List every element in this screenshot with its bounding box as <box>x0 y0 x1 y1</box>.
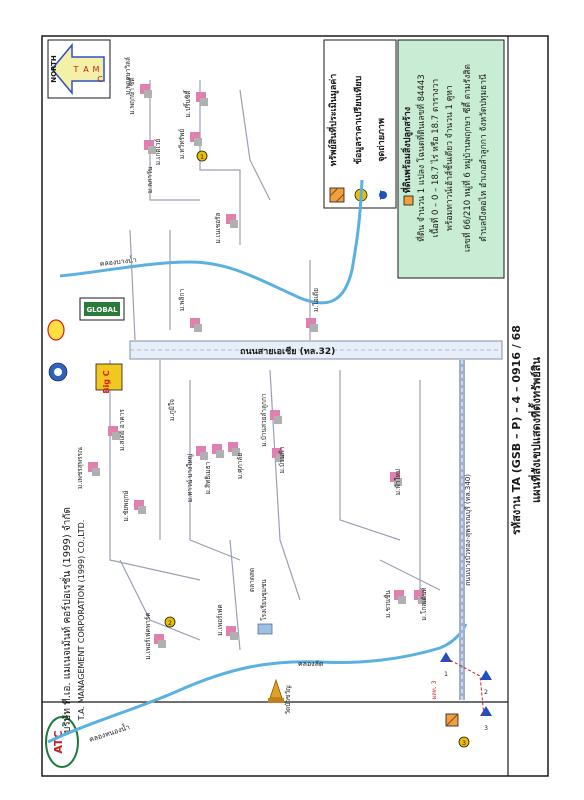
village-icon <box>272 448 284 462</box>
road-340-label: ถนนบางบัวทอง-สุพรรณบุรี (ทล.340) <box>464 474 472 586</box>
svg-text:ม.ฟ้าใหม่: ม.ฟ้าใหม่ <box>394 469 402 495</box>
property-line: ที่ดิน จำนวน 1 แปลง โฉนดที่ดินเลขที่ 844… <box>415 74 427 241</box>
svg-text:ม.บ้านฟ้า: ม.บ้านฟ้า <box>278 446 286 473</box>
svg-text:1: 1 <box>444 671 448 678</box>
global-house-logo: GLOBAL <box>79 297 125 321</box>
svg-text:ม.ปริ้นซิตี้: ม.ปริ้นซิตี้ <box>183 89 192 117</box>
dimension-label: ผลท. 3 <box>431 680 438 699</box>
job-code: รหัสงาน TA (GSB – P) – 4 – 0916 / 68 <box>510 325 523 535</box>
svg-text:GLOBAL: GLOBAL <box>86 306 118 314</box>
company-name-english: T.A. MANAGEMENT CORPORATION (1999) CO.,L… <box>77 520 86 722</box>
property-box-header: ที่ดินพร้อมสิ่งปลูกสร้าง <box>400 107 413 193</box>
svg-text:ม.เพอร์เฟค: ม.เพอร์เฟค <box>216 604 224 635</box>
svg-text:ม.เพชรสุพรรณ: ม.เพชรสุพรรณ <box>76 447 84 489</box>
svg-text:1: 1 <box>200 154 204 161</box>
svg-text:ม.สิทธิเมธา: ม.สิทธิเมธา <box>204 461 212 494</box>
canal-bottom-label: คลองลัด <box>298 660 323 668</box>
village-icon <box>306 318 318 332</box>
comparable-markers: 1 2 3 <box>164 150 470 748</box>
subject-property <box>445 713 459 727</box>
village-icon <box>190 132 202 146</box>
bigc-logo: Big C <box>95 363 123 394</box>
village-icon <box>212 444 224 458</box>
village-icon <box>196 446 208 460</box>
svg-text:ม.ภูมิใจ: ม.ภูมิใจ <box>168 399 176 421</box>
svg-text:ม.เพอร์เฟคพาร์ค: ม.เพอร์เฟคพาร์ค <box>144 612 152 659</box>
market-label: ตลาดสด <box>248 568 256 592</box>
shell-logo <box>47 319 65 341</box>
svg-text:ม.พฤกษา ซิตี้: ม.พฤกษา ซิตี้ <box>127 76 136 114</box>
property-info-box: ที่ดินพร้อมสิ่งปลูกสร้าง ที่ดิน จำนวน 1 … <box>397 39 505 279</box>
svg-text:ม.เนเชอรัล: ม.เนเชอรัล <box>214 212 222 243</box>
school-label: โรงเรียนชุมชน <box>260 579 268 621</box>
svg-text:ม.พฤกษาวิลล์: ม.พฤกษาวิลล์ <box>124 57 132 95</box>
village-icon <box>108 426 120 440</box>
svg-text:Big C: Big C <box>102 370 111 393</box>
north-arrow: NORTH T A M C <box>47 39 111 99</box>
svg-text:C: C <box>97 75 103 84</box>
village-icon <box>226 626 238 640</box>
svg-text:ม.ไอเดีย: ม.ไอเดีย <box>312 288 320 312</box>
map-subtitle: แผนที่สังเขปแสดงที่ตั้งทรัพย์สิน <box>528 357 543 503</box>
canal-bottom <box>47 623 468 744</box>
svg-text:ม.สเตย์ อาคาร: ม.สเตย์ อาคาร <box>118 409 126 451</box>
hatched-square-icon <box>329 187 345 203</box>
svg-text:ม.ทวีทรัพย์: ม.ทวีทรัพย์ <box>178 129 186 159</box>
svg-text:ม.เกตเวย์: ม.เกตเวย์ <box>154 139 162 166</box>
svg-text:M: M <box>93 65 100 74</box>
local-roads <box>109 80 441 651</box>
svg-text:T: T <box>73 65 79 74</box>
svg-text:ม.ชวนชื่น: ม.ชวนชื่น <box>383 590 392 618</box>
village-icon <box>414 590 426 604</box>
village-markers <box>88 84 426 648</box>
north-label: NORTH <box>50 55 58 83</box>
property-line: เลขที่ 66/210 หมู่ที่ 6 หมู่บ้านพฤกษา ซี… <box>461 64 473 252</box>
highway-32: ถนนสายเอเชีย (ทล.32) <box>129 340 503 360</box>
company-name-thai: บริษัท ที.เอ. แมเนจเม้นท์ คอร์ปอเรชั่น (… <box>59 507 73 733</box>
canal-top <box>59 179 364 305</box>
svg-text:3: 3 <box>484 725 488 732</box>
village-icon <box>144 140 156 154</box>
ptt-logo <box>48 362 68 382</box>
property-line: พร้อมทาวน์เฮ้าส์ชั้นเดียว จำนวน 1 คูหา <box>443 85 455 230</box>
property-line: ตำบลบึงคอไห อำเภอลำลูกกา จังหวัดปทุมธานี <box>478 74 489 242</box>
svg-text:ม.โกลเด้นท์: ม.โกลเด้นท์ <box>420 588 428 621</box>
village-icon <box>190 318 202 332</box>
village-icon <box>226 214 238 228</box>
svg-text:ม.พลิกา: ม.พลิกา <box>178 289 186 312</box>
photo-points: 1 2 3 <box>440 652 492 732</box>
temple-icon <box>268 678 284 703</box>
legend-label: ทรัพย์สินที่ประเมินมูลค่า <box>326 74 339 167</box>
legend: ทรัพย์สินที่ประเมินมูลค่า ข้อมูลราคาเปรี… <box>323 39 397 209</box>
temple-label: วัดบัวขวัญ <box>284 685 292 715</box>
highway-label: ถนนสายเอเชีย (ทล.32) <box>240 346 335 357</box>
school-icon <box>257 623 273 635</box>
village-icon <box>134 500 146 514</box>
svg-text:ม.ชัยพฤกษ์: ม.ชัยพฤกษ์ <box>122 490 130 522</box>
svg-text:ม.ศุภาลัย: ม.ศุภาลัย <box>236 453 244 479</box>
village-icon <box>228 442 240 456</box>
village-icon <box>270 410 282 424</box>
village-icon <box>196 92 208 106</box>
svg-text:2: 2 <box>168 620 172 627</box>
village-icon <box>154 634 166 648</box>
village-icon <box>140 84 152 98</box>
village-icon <box>390 472 402 486</box>
legend-label: ข้อมูลราคาเปรียบเทียบ <box>353 75 364 164</box>
village-icon <box>88 462 100 476</box>
svg-text:A: A <box>83 65 89 74</box>
legend-label: จุดถ่ายภาพ <box>376 118 387 162</box>
svg-text:ม.ลภาวัน: ม.ลภาวัน <box>146 166 154 193</box>
svg-text:ม.ทาวน์ บางใหญ่: ม.ทาวน์ บางใหญ่ <box>186 453 194 502</box>
svg-text:ม.บ้านสวยลำลูกกา: ม.บ้านสวยลำลูกกา <box>260 393 268 446</box>
svg-text:2: 2 <box>484 689 488 696</box>
village-icon <box>394 590 406 604</box>
svg-text:3: 3 <box>462 740 466 747</box>
village-labels: ม.พฤกษา ซิตี้ ม.ปริ้นซิตี้ ม.ทวีทรัพย์ ม… <box>76 57 428 660</box>
property-line: เนื้อที่ 0 – 0 – 18.7 ไร่ หรือ 18.7 ตารา… <box>429 79 441 237</box>
